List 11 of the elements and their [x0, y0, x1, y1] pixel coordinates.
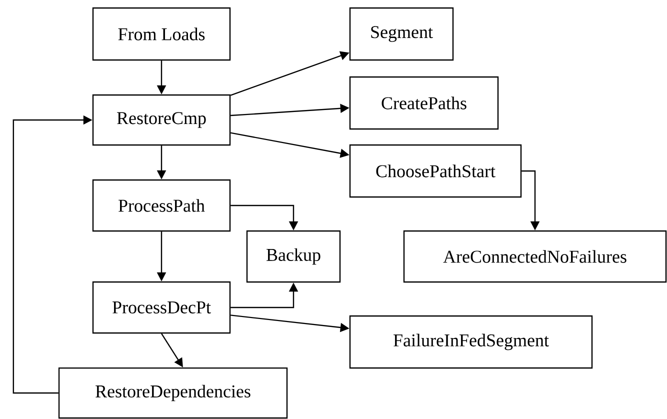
process-box: ProcessDecPt — [92, 281, 231, 334]
process-box: Segment — [349, 7, 454, 61]
process-box: FailureInFedSegment — [349, 315, 593, 369]
process-box: ChoosePathStart — [349, 144, 522, 198]
process-box: ProcessPath — [92, 179, 231, 232]
process-box: CreatePaths — [349, 76, 499, 130]
process-box: RestoreCmp — [92, 94, 231, 146]
process-box: AreConnectedNoFailures — [403, 230, 667, 283]
process-box: RestoreDependencies — [58, 367, 288, 419]
process-box: From Loads — [92, 7, 231, 61]
process-box: Backup — [246, 230, 341, 283]
